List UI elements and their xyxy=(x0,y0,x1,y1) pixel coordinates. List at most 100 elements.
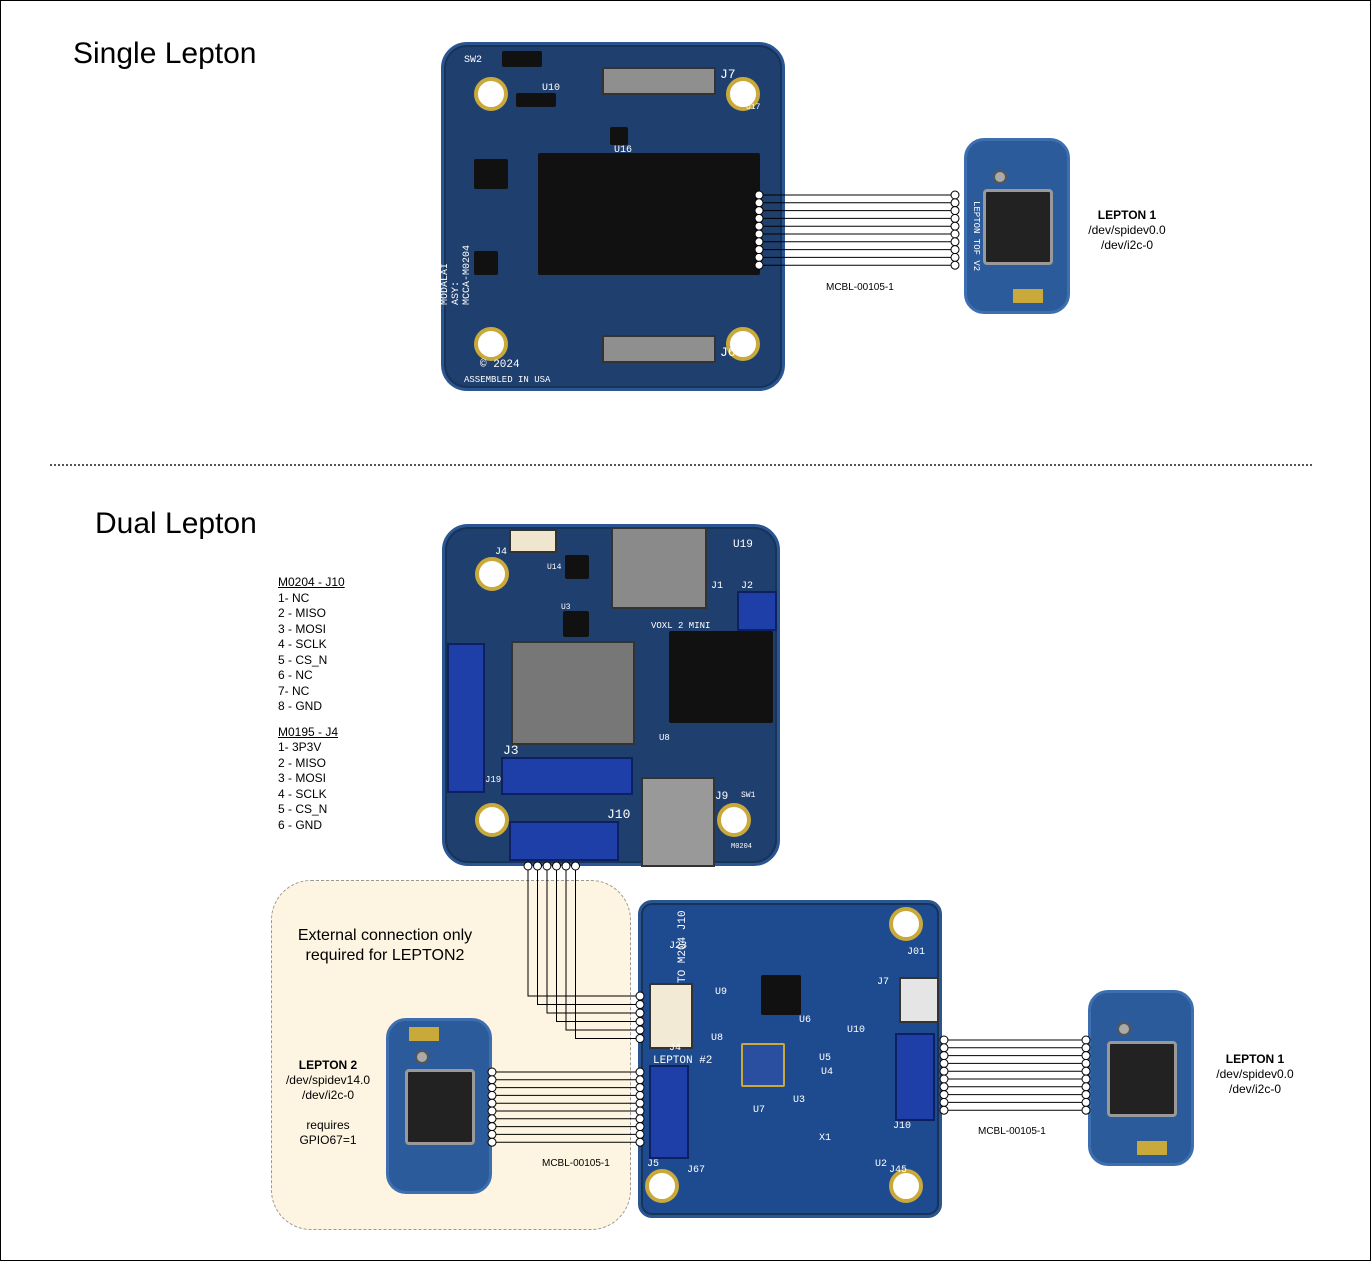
pin-row: 2 - MISO xyxy=(278,755,327,770)
silk-u9: U9 xyxy=(715,987,728,998)
wire-pin xyxy=(754,245,764,255)
wire-pin xyxy=(487,1083,497,1093)
silk-u8-adapter: U8 xyxy=(711,1033,724,1044)
wire xyxy=(537,866,640,1005)
wire-pin xyxy=(950,221,960,231)
wire-pin xyxy=(487,1137,497,1147)
mounting-hole xyxy=(474,77,508,111)
chip-u3 xyxy=(563,611,589,637)
wire-pin xyxy=(1081,1035,1091,1045)
silk-u19: U19 xyxy=(733,539,753,551)
wire-pin xyxy=(950,190,960,200)
pin-row: 6 - GND xyxy=(278,817,323,832)
wire-pin xyxy=(950,245,960,255)
silk-u10-adapter: U10 xyxy=(847,1025,866,1036)
wire-pin xyxy=(571,861,580,871)
wire-pin xyxy=(939,1058,949,1068)
wire-pin xyxy=(1081,1051,1091,1061)
silk-j2: J2 xyxy=(741,581,754,592)
wire-pin xyxy=(561,861,571,871)
pin-row: 1- NC xyxy=(278,590,310,605)
wire xyxy=(527,866,640,997)
wire-pin xyxy=(635,1106,645,1116)
silk-sw1: SW1 xyxy=(741,791,756,800)
silk-u3: U3 xyxy=(561,603,571,612)
silk-j1: J1 xyxy=(711,581,724,592)
pin-row: 5 - CS_N xyxy=(278,802,328,816)
silk-sw2: SW2 xyxy=(464,55,483,66)
wire-pin xyxy=(487,1075,497,1085)
lepton-connector xyxy=(1137,1141,1167,1155)
mounting-hole xyxy=(475,803,509,837)
silk-j7-adapter: J7 xyxy=(877,977,890,988)
wire-pin xyxy=(1081,1097,1091,1107)
mounting-hole xyxy=(645,1169,679,1203)
lepton-mount-hole xyxy=(1117,1022,1131,1036)
chip-u14 xyxy=(565,555,589,579)
wire-pin xyxy=(950,252,960,262)
wire-pin xyxy=(635,1137,645,1147)
wire-pin xyxy=(542,861,552,871)
wire-pin xyxy=(950,260,960,270)
silk-j10-adapter: J10 xyxy=(893,1121,912,1132)
wire-pin xyxy=(950,229,960,239)
lepton-1-label-dual: LEPTON 1 /dev/spidev0.0 /dev/i2c-0 xyxy=(1200,1052,1310,1097)
silk-j3: J3 xyxy=(503,743,519,758)
silk-u2: U2 xyxy=(875,1159,888,1170)
wire-pin xyxy=(939,1082,949,1092)
lepton-1-spidev: /dev/spidev0.0 xyxy=(1088,223,1166,237)
callout-text: External connection only required for LE… xyxy=(297,927,473,964)
wire-pin xyxy=(939,1090,949,1100)
wire xyxy=(565,866,640,1031)
mounting-hole xyxy=(475,557,509,591)
section-separator xyxy=(50,464,1312,466)
pin-row: 6 - NC xyxy=(278,668,313,682)
silk-j45: J45 xyxy=(889,1165,908,1176)
connector-j5 xyxy=(649,1065,689,1159)
pin-row: 5 - CS_N xyxy=(278,652,328,667)
wire-pin xyxy=(1081,1105,1091,1115)
lepton-1-i2c: /dev/i2c-0 xyxy=(1228,1082,1282,1096)
connector-j19 xyxy=(447,643,485,793)
wire-pin xyxy=(487,1106,497,1116)
silk-lepton2: LEPTON #2 xyxy=(653,1055,713,1067)
lepton-2-note: requires xyxy=(306,1118,350,1132)
switch-sw2 xyxy=(502,51,542,67)
mounting-hole xyxy=(889,1169,923,1203)
lepton-sensor xyxy=(405,1069,475,1145)
single-lepton-title: Single Lepton xyxy=(73,37,257,70)
pinout-j10: M0204 - J10 1- NC 2 - MISO 3 - MOSI 4 - … xyxy=(278,575,345,833)
wire-pin xyxy=(754,260,764,270)
wire-pin xyxy=(950,237,960,247)
lepton-2-label: LEPTON 2 /dev/spidev14.0 /dev/i2c-0 requ… xyxy=(268,1058,388,1148)
wire-pin xyxy=(635,1008,645,1018)
silk-j5: J5 xyxy=(647,1159,660,1170)
lepton-2-module xyxy=(386,1018,492,1194)
lepton-2-name: LEPTON 2 xyxy=(298,1058,358,1072)
connector-j10-adapter xyxy=(895,1033,935,1121)
connector-j7-adapter xyxy=(899,977,939,1023)
connector-j4-adapter xyxy=(649,983,693,1049)
m0204-board-single: SW2 U10 U16 J7 J6 U17 MODALAI ASY: MCCA-… xyxy=(440,42,785,391)
wire xyxy=(546,866,640,1014)
silk-u10: U10 xyxy=(542,83,561,94)
silk-j23: J23 xyxy=(669,941,688,952)
wire xyxy=(575,866,640,1039)
modem-chip xyxy=(669,631,773,723)
dual-lepton-title: Dual Lepton xyxy=(95,507,257,540)
pin-row: 8 - GND xyxy=(278,699,323,713)
wire-pin xyxy=(635,1122,645,1132)
wire-pin xyxy=(635,1017,645,1026)
wire-pin xyxy=(754,213,764,223)
wire-pin xyxy=(635,1114,645,1124)
wire-pin xyxy=(754,190,764,200)
lepton-1-name: LEPTON 1 xyxy=(1225,1052,1285,1066)
lepton-sensor xyxy=(983,189,1053,265)
chip-small xyxy=(474,251,498,275)
lepton-1-spidev: /dev/spidev0.0 xyxy=(1216,1067,1294,1081)
silk-j4-adapter: J4 xyxy=(669,1043,682,1054)
connector-j4 xyxy=(509,529,557,553)
pinout-j10-header: M0204 - J10 xyxy=(278,575,345,589)
lepton-2-i2c: /dev/i2c-0 xyxy=(301,1088,355,1102)
silk-j4: J4 xyxy=(495,547,508,558)
